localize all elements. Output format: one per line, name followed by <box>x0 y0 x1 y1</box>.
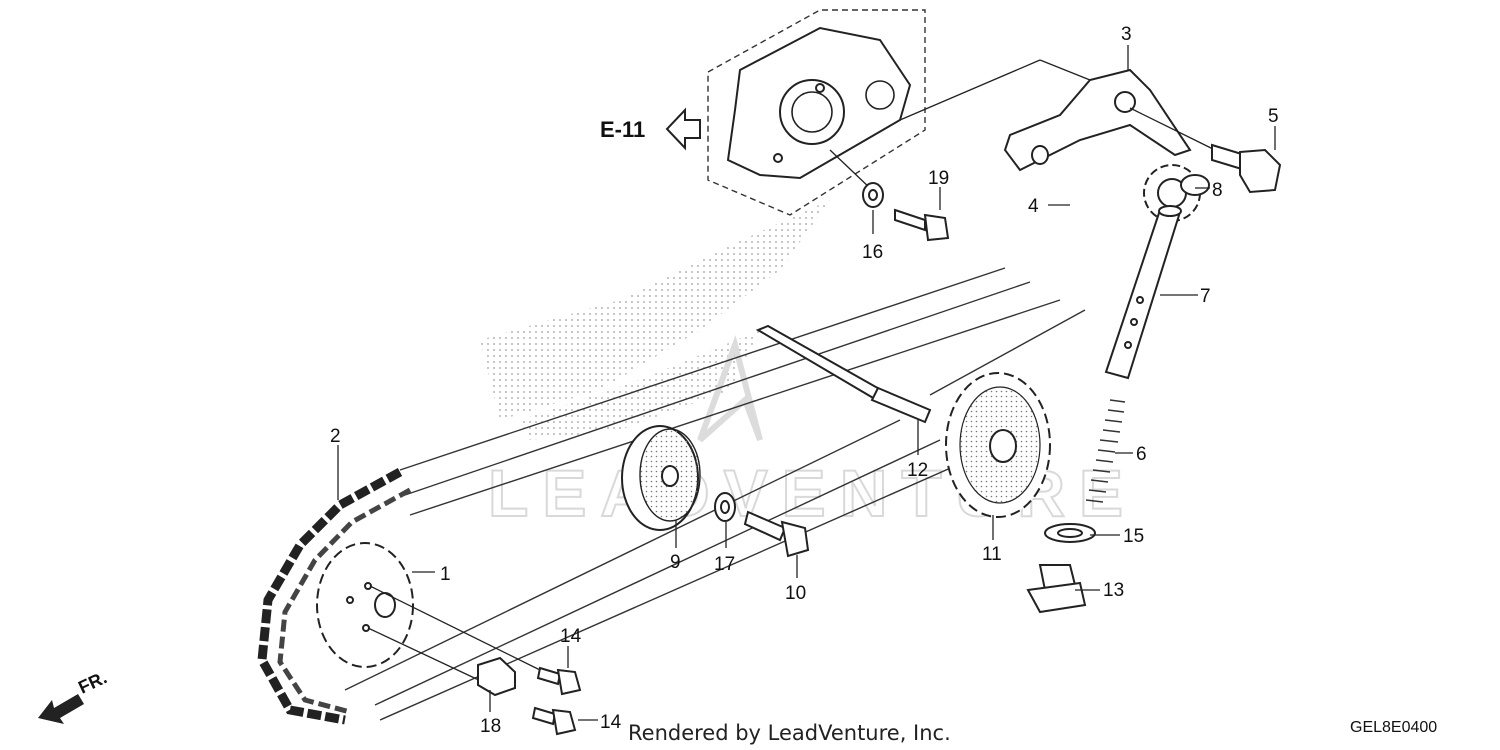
credit-text: Rendered by LeadVenture, Inc. <box>628 721 951 745</box>
part-10-bolt[interactable] <box>743 510 810 558</box>
callout-17[interactable]: 17 <box>714 554 735 575</box>
part-17-washer[interactable] <box>714 492 736 522</box>
callouts: 3 5 8 4 7 6 15 13 19 16 12 11 9 17 10 2 … <box>330 24 1279 737</box>
part-8-cap[interactable] <box>1180 174 1210 196</box>
diagram-code: GEL8E0400 <box>1350 719 1437 736</box>
callout-2[interactable]: 2 <box>330 426 341 447</box>
reference-label: E-11 <box>600 117 645 142</box>
front-label: FR. <box>75 667 110 697</box>
callout-3[interactable]: 3 <box>1121 24 1132 45</box>
arrow-front-icon <box>38 694 84 724</box>
part-14-bolt-lower[interactable] <box>531 706 577 736</box>
callout-13[interactable]: 13 <box>1103 580 1124 601</box>
callout-14-upper[interactable]: 14 <box>560 626 582 647</box>
part-18-collar[interactable] <box>477 656 516 697</box>
callout-18[interactable]: 18 <box>480 716 501 737</box>
callout-6[interactable]: 6 <box>1136 444 1147 465</box>
callout-4[interactable]: 4 <box>1028 196 1039 217</box>
leader-lines <box>337 45 1276 721</box>
callout-7[interactable]: 7 <box>1200 286 1211 307</box>
part-7-shaft[interactable] <box>1104 205 1182 380</box>
callout-14-lower[interactable]: 14 <box>600 712 622 733</box>
part-12-pin[interactable] <box>755 324 932 424</box>
part-14-bolt-upper[interactable] <box>536 666 582 696</box>
part-15-washer[interactable] <box>1044 523 1096 543</box>
part-19-bolt[interactable] <box>894 208 950 242</box>
callout-12[interactable]: 12 <box>907 460 928 481</box>
callout-1[interactable]: 1 <box>440 564 451 585</box>
callout-16[interactable]: 16 <box>862 242 883 263</box>
part-11-sprocket[interactable] <box>945 372 1051 518</box>
arrow-left-icon <box>665 107 701 151</box>
callout-10[interactable]: 10 <box>785 583 806 604</box>
callout-11[interactable]: 11 <box>982 544 1002 565</box>
reference-e11[interactable]: E-11 <box>600 107 701 151</box>
part-13-plug[interactable] <box>1026 564 1087 614</box>
part-2-chain[interactable] <box>257 468 412 725</box>
callout-15[interactable]: 15 <box>1123 526 1144 547</box>
callout-19[interactable]: 19 <box>928 168 949 189</box>
part-16-washer[interactable] <box>862 182 884 208</box>
callout-5[interactable]: 5 <box>1268 106 1279 127</box>
front-direction: FR. <box>38 667 110 724</box>
part-3-arm[interactable] <box>1003 68 1216 172</box>
callout-8[interactable]: 8 <box>1212 180 1223 201</box>
part-9-roller[interactable] <box>621 425 701 531</box>
part-6-spring[interactable] <box>1085 399 1126 503</box>
crankcase-cover <box>707 9 1091 216</box>
callout-9[interactable]: 9 <box>670 552 681 573</box>
part-5-bolt[interactable] <box>1211 143 1282 194</box>
